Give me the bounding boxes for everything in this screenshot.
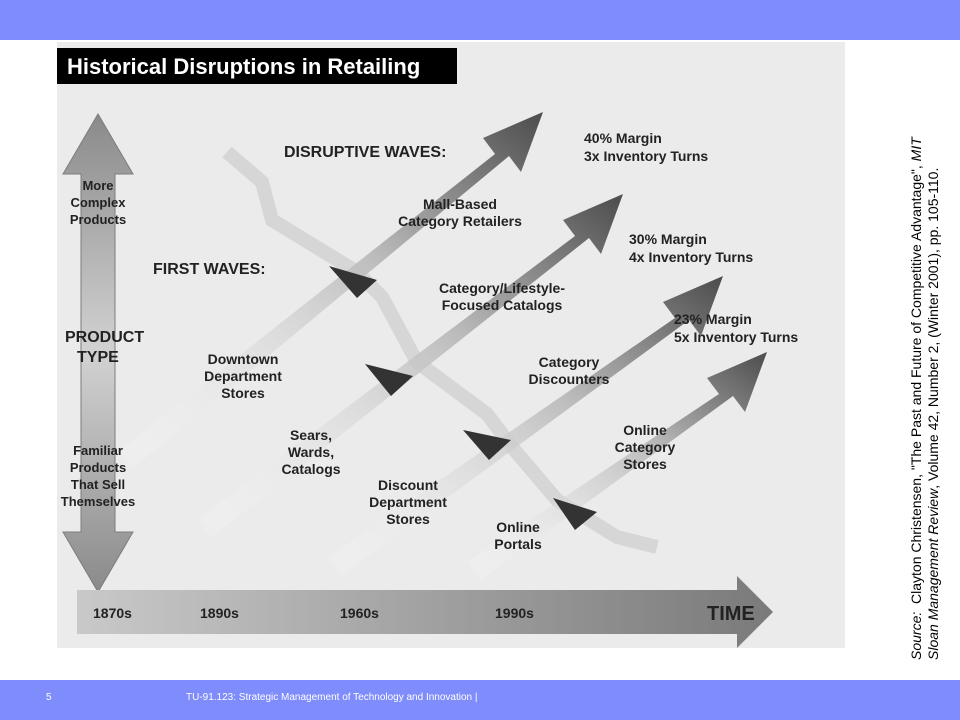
first-wave-3-line1: Discount [378,477,438,493]
disruptive-wave-4-line1: Online [623,422,667,438]
bottom-footer-bar [0,680,960,720]
disruptive-wave-3-line1: Category [539,354,600,370]
metrics-wave-2-turns: 4x Inventory Turns [629,249,753,265]
timeline-label-1890s: 1890s [200,605,239,621]
metrics-wave-2-margin: 30% Margin [629,231,707,247]
first-wave-head-2 [365,364,413,396]
first-wave-3-line3: Stores [386,511,430,527]
first-wave-2-line3: Catalogs [281,461,340,477]
top-label-line1: More [82,178,113,193]
bottom-label-line1: Familiar [73,443,123,458]
first-wave-3-line2: Department [369,494,447,510]
first-wave-2-line2: Wards, [288,444,334,460]
metrics-wave-3-turns: 5x Inventory Turns [674,329,798,345]
wave-arrows [117,112,767,580]
source-journal-part1: MIT [908,137,924,162]
slide-number: 5 [46,692,52,703]
bottom-label-line3: That Sell [71,477,125,492]
top-label-line2: Complex [71,195,127,210]
wave-arrow-4 [467,352,767,580]
time-label: TIME [707,603,755,625]
disruptive-wave-2-line2: Focused Catalogs [442,297,563,313]
wave-arrow-2 [197,194,623,538]
product-type-label-line1: PRODUCT [65,329,144,346]
top-label-line3: Products [70,212,126,227]
first-wave-4-line1: Online [496,519,540,535]
first-waves-label: FIRST WAVES: [153,261,266,278]
figure-title: Historical Disruptions in Retailing [67,54,420,79]
disruptive-wave-2-line1: Category/Lifestyle- [439,280,565,296]
retail-disruptions-figure: Historical Disruptions in Retailing [57,42,845,648]
time-axis-arrow [77,576,773,648]
bottom-label-line4: Themselves [61,494,135,509]
source-citation: Source: Clayton Christensen, "The Past a… [908,60,942,660]
source-line2: , Volume 42, Number 2, (Winter 2001), pp… [925,167,941,489]
metrics-wave-1-turns: 3x Inventory Turns [584,148,708,164]
diagram-canvas: Historical Disruptions in Retailing [57,48,798,648]
disruptive-wave-4-line2: Category [615,439,676,455]
disruptive-wave-1-line1: Mall-Based [423,196,497,212]
disruptive-wave-3-line2: Discounters [529,371,610,387]
first-wave-2-line1: Sears, [290,427,332,443]
bottom-label-line2: Products [70,460,126,475]
source-line1: Clayton Christensen, "The Past and Futur… [908,161,924,604]
disruptive-waves-label: DISRUPTIVE WAVES: [284,144,446,161]
first-wave-1-line1: Downtown [208,351,279,367]
first-wave-1-line2: Department [204,368,282,384]
wave-arrow-1 [117,112,543,470]
disruptive-wave-1-line2: Category Retailers [398,213,522,229]
footer-text: TU-91.123: Strategic Management of Techn… [186,692,478,703]
first-wave-4-line2: Portals [494,536,542,552]
top-header-bar [0,0,960,40]
metrics-wave-1-margin: 40% Margin [584,130,662,146]
first-wave-head-3 [463,430,511,460]
title-bar [57,48,457,84]
metrics-wave-3-margin: 23% Margin [674,311,752,327]
source-journal-part2: Sloan Management Review [925,488,941,660]
first-wave-head-4 [553,498,597,530]
wave-arrow-3 [327,276,723,576]
product-type-label-line2: TYPE [77,349,119,366]
disruptive-wave-4-line3: Stores [623,456,667,472]
timeline-label-1990s: 1990s [495,605,534,621]
timeline-label-1960s: 1960s [340,605,379,621]
first-wave-1-line3: Stores [221,385,265,401]
first-wave-head-1 [329,266,377,298]
source-prefix: Source: [908,611,924,660]
timeline-label-1870s: 1870s [93,605,132,621]
